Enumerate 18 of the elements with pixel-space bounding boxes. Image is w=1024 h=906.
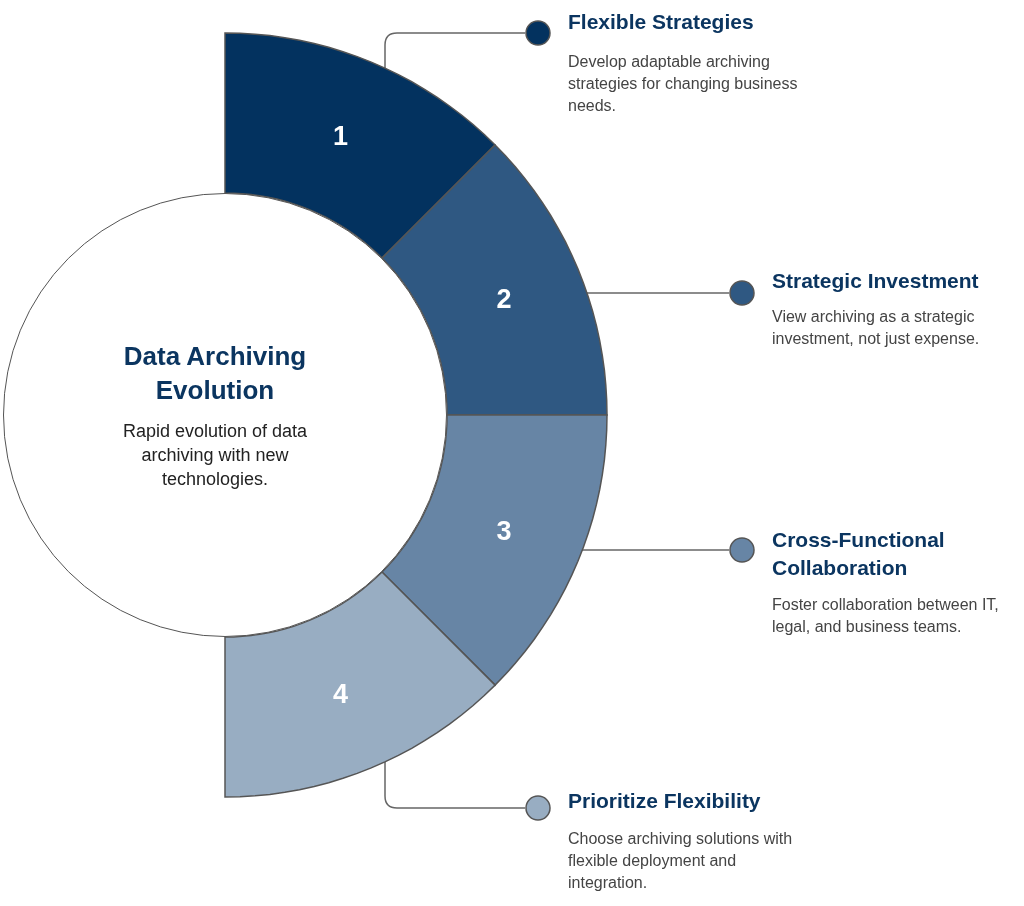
leader-line: [581, 549, 730, 551]
circle-title: Data Archiving Evolution: [122, 340, 308, 407]
circle-description: Rapid evolution of data archiving with new technologies.: [121, 420, 309, 491]
segment-number: 4: [332, 678, 350, 710]
item-description: View archiving as a strategic investment, not just expense.: [772, 307, 981, 349]
item-heading: Cross-Functional Collaboration: [772, 527, 946, 581]
segment-number: 3: [495, 514, 513, 547]
leader-line: [586, 292, 730, 294]
item-heading: Flexible Strategies: [568, 9, 755, 35]
item-description: Develop adaptable archiving strategies for changing business needs.: [568, 52, 799, 116]
item-heading: Strategic Investment: [772, 268, 980, 294]
item-description: Foster collaboration between IT, legal, and business teams.: [772, 595, 1000, 637]
item-heading: Prioritize Flexibility: [568, 788, 762, 814]
leader-line: [384, 761, 526, 809]
segment-number: 2: [495, 283, 513, 316]
segment-number: 1: [332, 120, 350, 152]
leader-line: [384, 32, 526, 69]
item-description: Choose archiving solutions with flexible deployment and integration.: [568, 829, 794, 893]
